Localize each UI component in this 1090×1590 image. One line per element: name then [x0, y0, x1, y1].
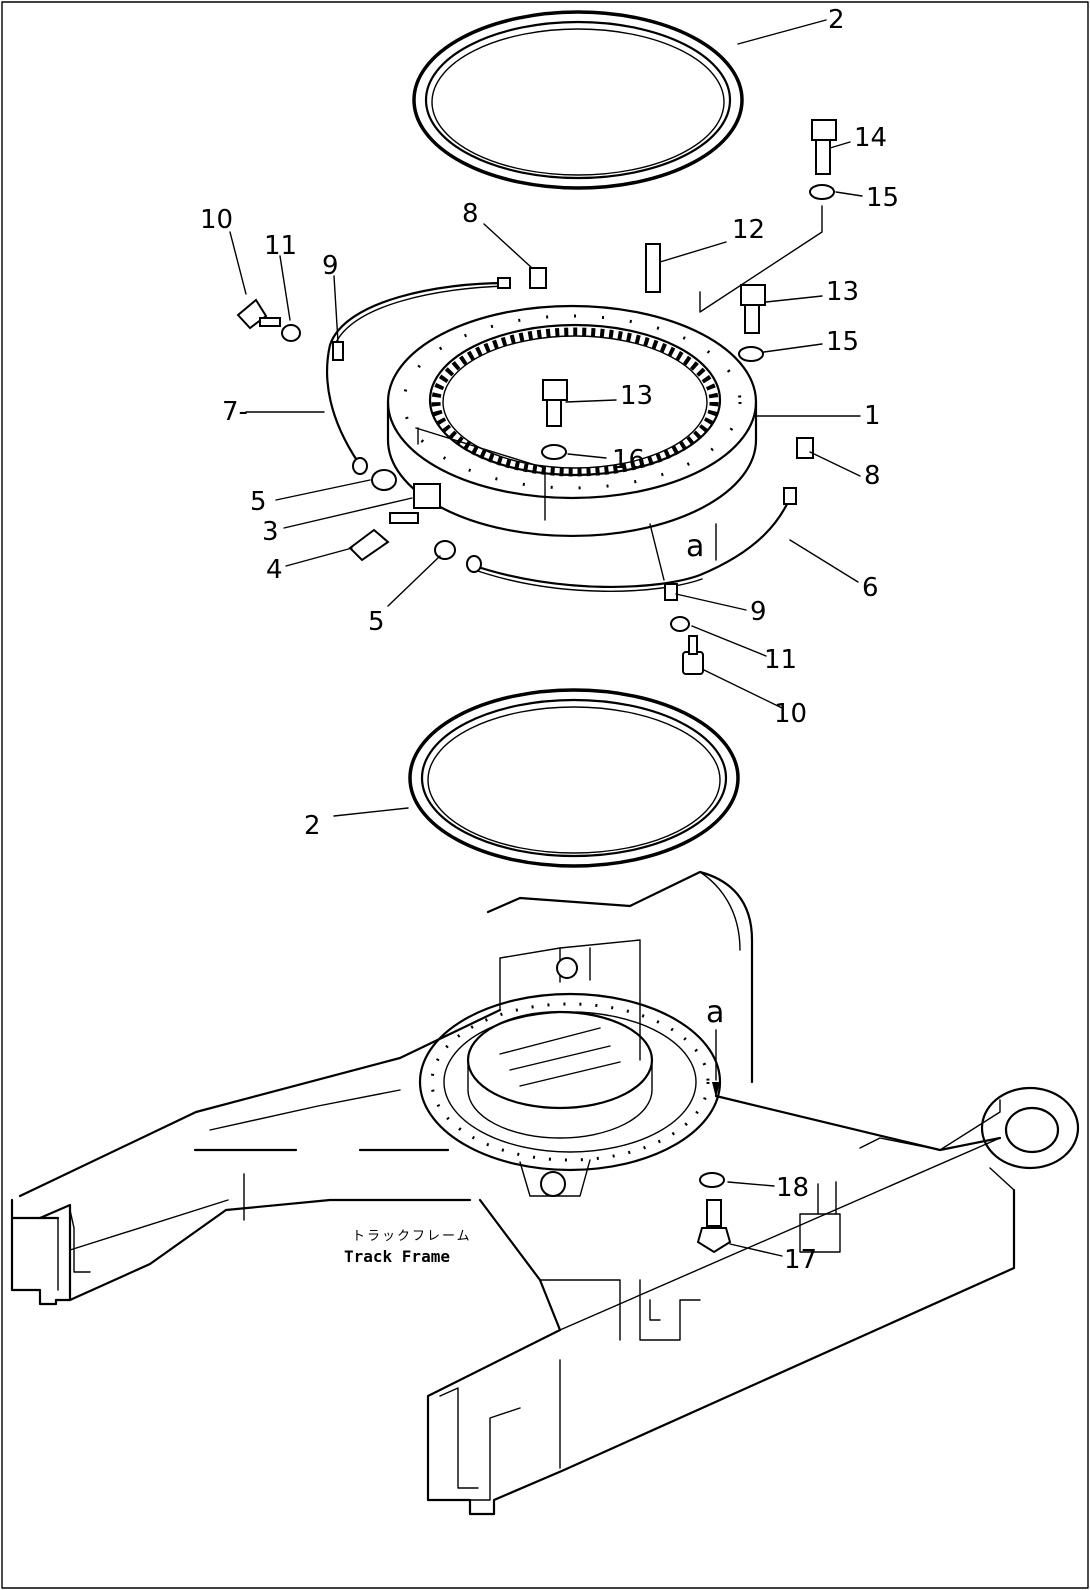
callout-8-upper: 8 — [462, 199, 479, 229]
callout-labels: 2 14 15 10 11 9 8 12 13 15 7- 13 1 16 8 … — [200, 5, 899, 1275]
fittings — [236, 119, 837, 675]
callout-15-middle: 15 — [826, 327, 859, 357]
callout-9-upper: 9 — [322, 251, 339, 281]
callout-17: 17 — [784, 1245, 817, 1275]
callout-9-lower: 9 — [750, 597, 767, 627]
callout-18: 18 — [776, 1173, 809, 1203]
seal-lower — [408, 688, 740, 868]
callout-2-lower: 2 — [304, 811, 321, 841]
callout-7: 7- — [222, 397, 248, 427]
callout-11-upper: 11 — [264, 231, 297, 261]
callout-16: 16 — [612, 445, 645, 475]
callout-10-upper: 10 — [200, 205, 233, 235]
callout-6: 6 — [862, 573, 879, 603]
callout-11-lower: 11 — [764, 645, 797, 675]
callout-12: 12 — [732, 215, 765, 245]
leader-lines — [229, 19, 863, 1257]
track-frame — [10, 870, 1080, 1516]
callout-13-upper: 13 — [826, 277, 859, 307]
callout-3: 3 — [262, 517, 279, 547]
seal-upper — [412, 10, 744, 190]
callout-2-upper: 2 — [828, 5, 845, 35]
callout-5-upper: 5 — [250, 487, 267, 517]
callout-1: 1 — [864, 401, 881, 431]
grease-pipe-7 — [325, 281, 507, 464]
callout-13-middle: 13 — [620, 381, 653, 411]
reference-mark-a-upper: a — [686, 529, 704, 564]
callout-5-lower: 5 — [368, 607, 385, 637]
callout-10-lower: 10 — [774, 699, 807, 729]
track-frame-label-jp: トラックフレーム — [352, 1229, 472, 1244]
callout-4: 4 — [266, 555, 283, 585]
callout-8-right: 8 — [864, 461, 881, 491]
callout-14: 14 — [854, 123, 887, 153]
grease-pipe-6 — [470, 496, 792, 588]
track-frame-label-en: Track Frame — [344, 1247, 450, 1266]
swing-circle — [386, 304, 758, 538]
reference-mark-a-lower: a — [706, 995, 724, 1030]
callout-15-upper: 15 — [866, 183, 899, 213]
